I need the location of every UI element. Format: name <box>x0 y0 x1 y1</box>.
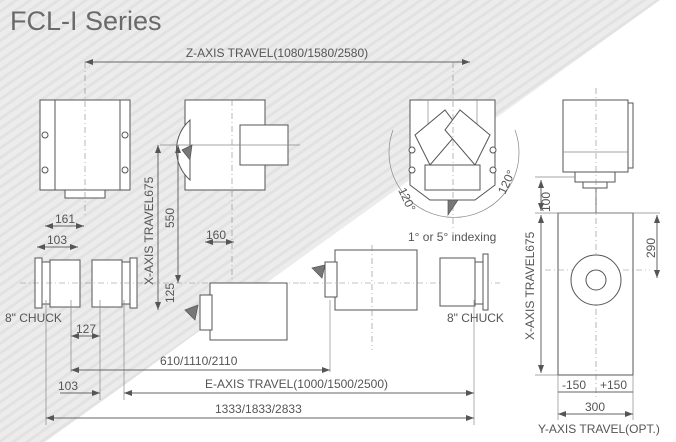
chuck-label-right: 8" CHUCK <box>447 311 504 325</box>
indexing-label: 1° or 5° indexing <box>408 230 496 244</box>
turret-bottom-view <box>184 282 288 341</box>
dim-plus-150: +150 <box>600 378 627 392</box>
dim-103-top: 103 <box>47 233 67 247</box>
dim-minus-150: -150 <box>562 378 586 392</box>
page-title: FCL-I Series <box>10 6 162 36</box>
x-axis-travel-left-label: X-AXIS TRAVEL675 <box>142 176 156 285</box>
dim-127: 127 <box>76 322 96 336</box>
y-axis-side-view <box>545 88 650 400</box>
dim-1333-1833-2833: 1333/1833/2833 <box>215 402 302 416</box>
dim-103-bottom: 103 <box>58 379 78 393</box>
dim-300: 300 <box>585 400 605 414</box>
turret-front-view <box>39 62 131 215</box>
angle-120-left: 120° <box>395 185 418 214</box>
y-axis-travel-label: Y-AXIS TRAVEL(OPT.) <box>538 422 660 436</box>
indexing-turret <box>388 62 520 230</box>
turret-side-view <box>160 99 300 290</box>
dim-550: 550 <box>163 208 177 228</box>
z-axis-travel-label: Z-AXIS TRAVEL(1080/1580/2580) <box>186 46 368 60</box>
dim-610-1110-2110: 610/1110/2110 <box>160 354 238 368</box>
chuck-pair-left <box>20 257 300 309</box>
x-axis-travel-right-label: X-AXIS TRAVEL675 <box>523 231 537 340</box>
chuck-right <box>439 253 489 311</box>
dim-160: 160 <box>206 228 226 242</box>
dim-100: 100 <box>539 192 553 212</box>
dim-161: 161 <box>55 212 75 226</box>
angle-120-right: 120° <box>495 168 518 197</box>
chuck-label-left: 8" CHUCK <box>5 311 62 325</box>
turret-middle-view <box>300 245 500 350</box>
e-axis-travel-label: E-AXIS TRAVEL(1000/1500/2500) <box>205 377 388 391</box>
dim-290: 290 <box>644 238 658 258</box>
dim-125: 125 <box>163 283 177 303</box>
